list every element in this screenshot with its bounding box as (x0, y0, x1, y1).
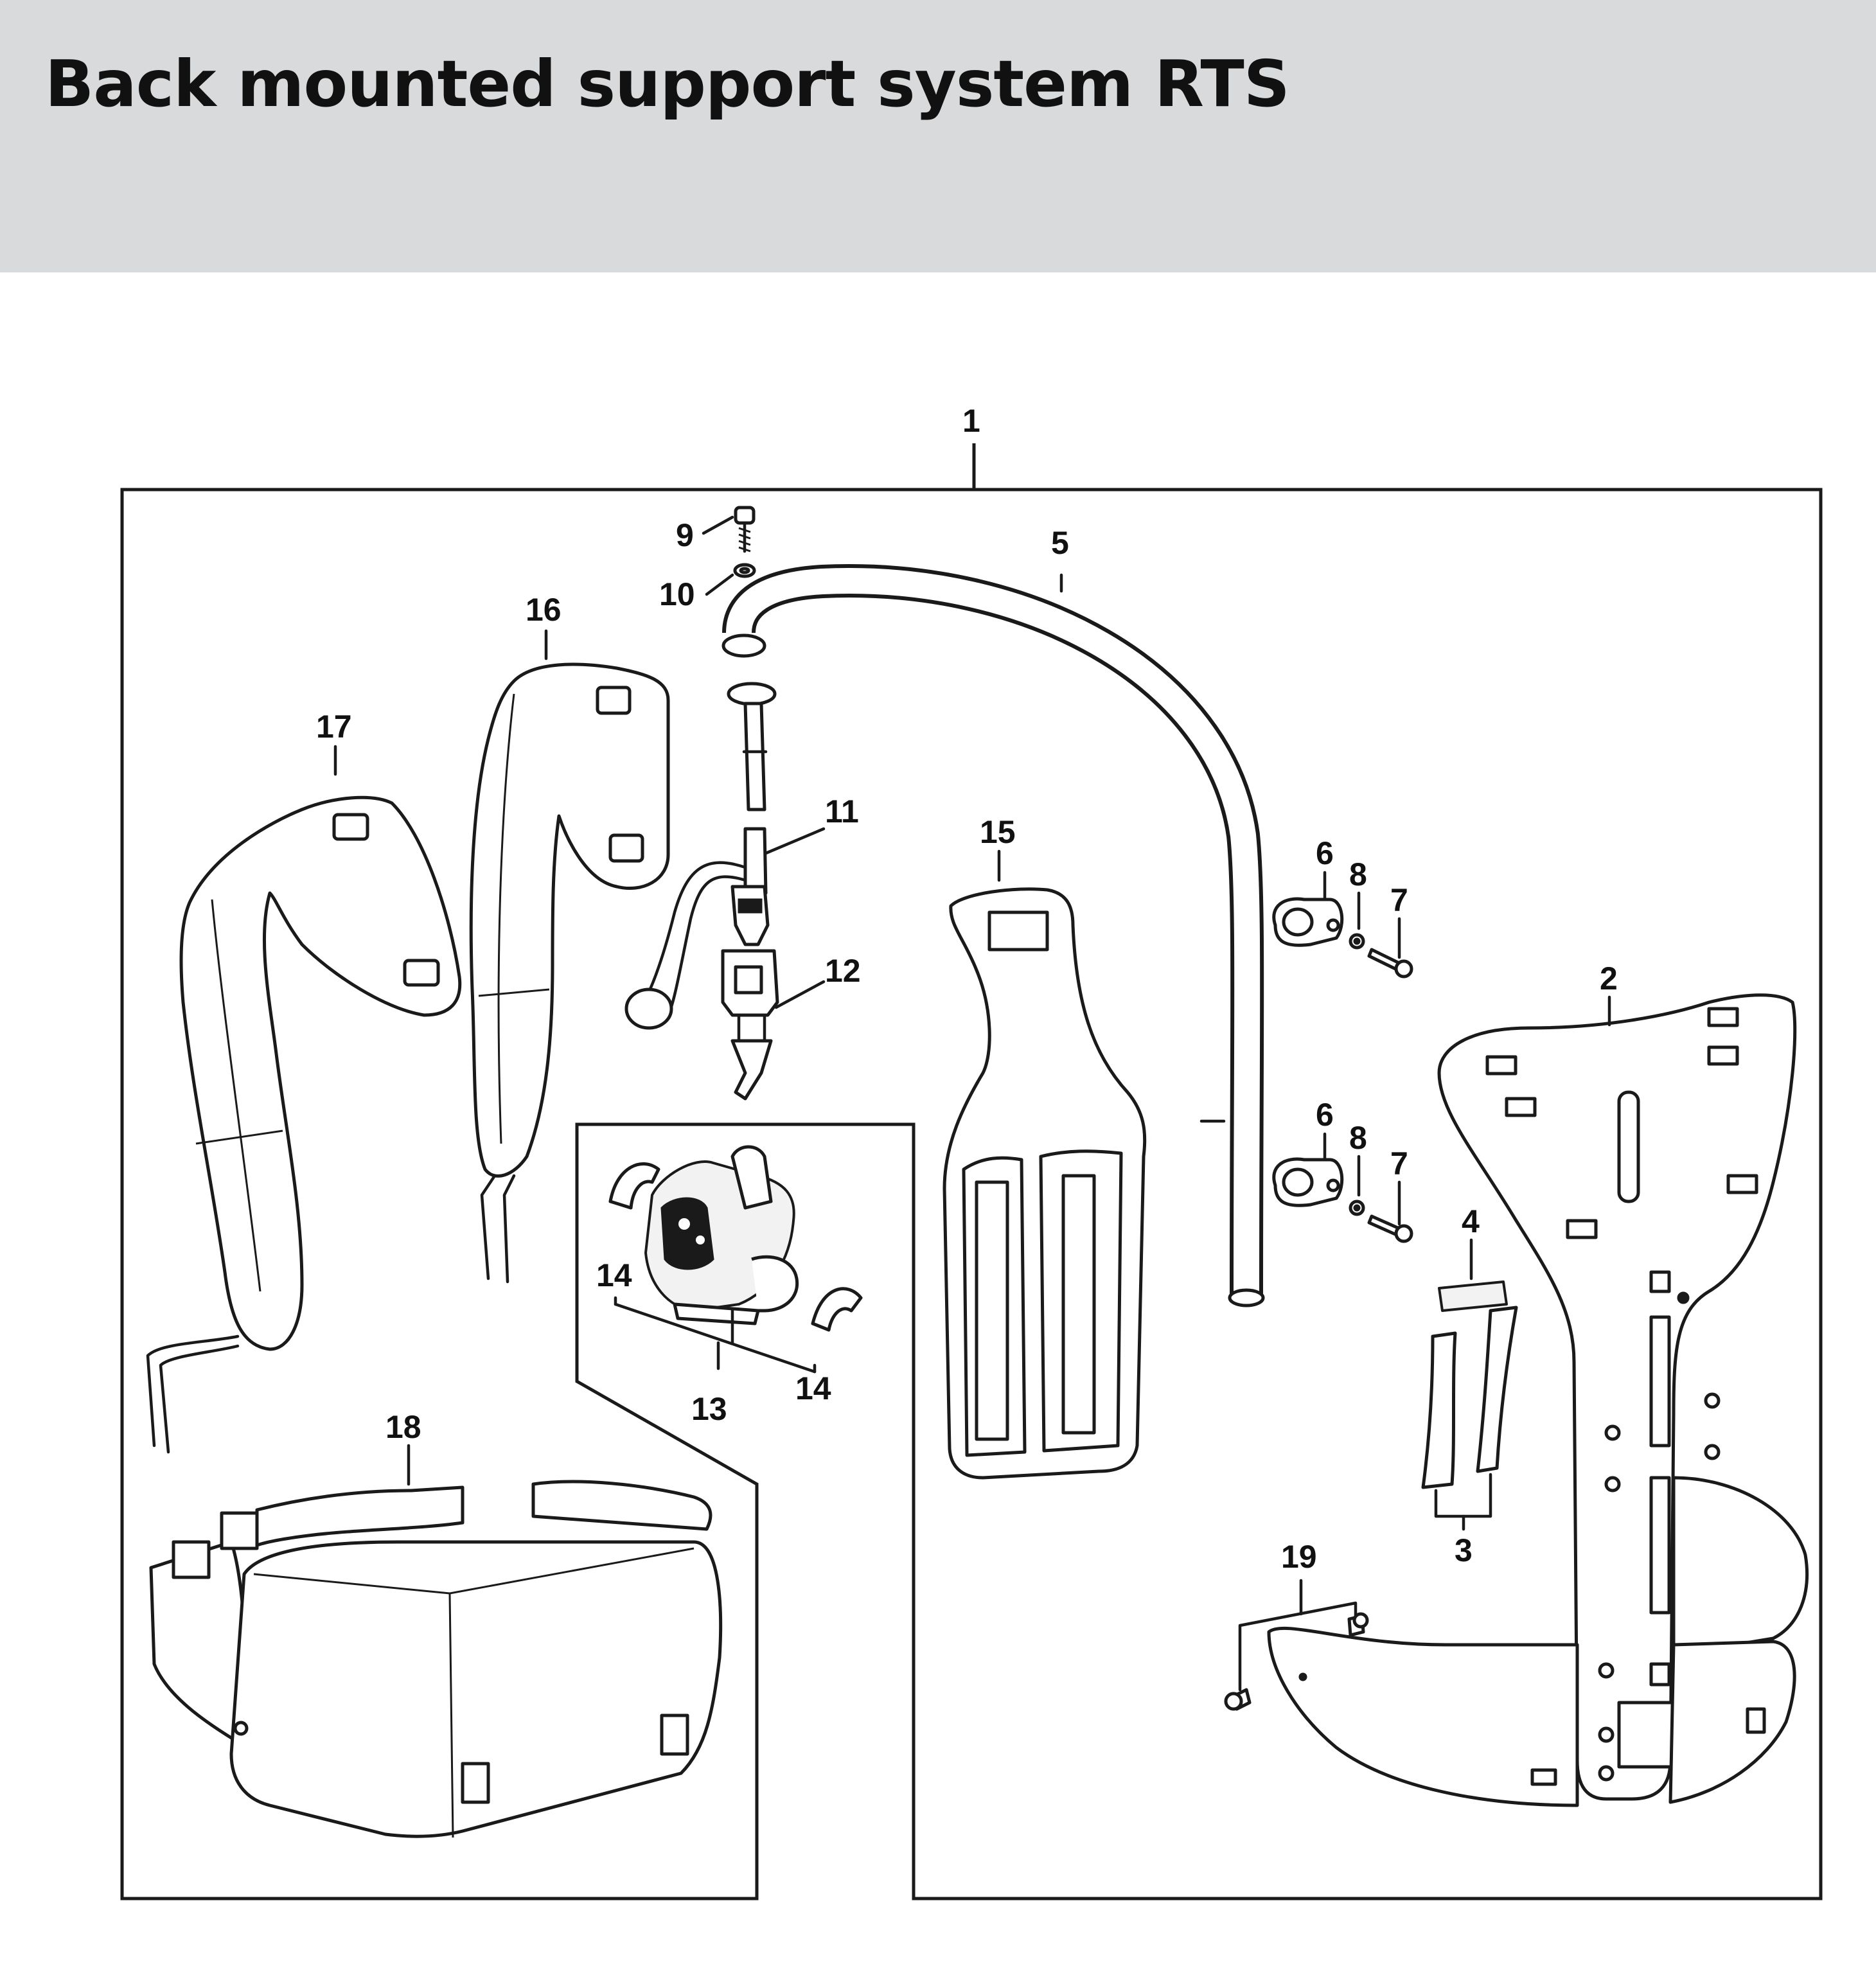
callout-7-upper: 7 (1390, 882, 1408, 918)
callout-13: 13 (691, 1391, 727, 1427)
callout-14-right: 14 (795, 1370, 831, 1406)
quick-release-assembly (608, 1145, 863, 1374)
assembly-frame (120, 443, 1823, 1900)
adhesive-pad (1438, 1280, 1508, 1312)
back-plate (1437, 993, 1809, 1801)
callout-9: 9 (676, 517, 694, 553)
callout-6-upper: 6 (1316, 835, 1334, 871)
callout-2: 2 (1600, 961, 1618, 996)
strips (1421, 1306, 1518, 1531)
callout-labels: 1 9 10 5 16 17 11 15 6 8 7 12 2 6 8 7 4 … (316, 403, 1618, 1575)
hip-belt (149, 1480, 723, 1838)
callout-11: 11 (825, 793, 859, 829)
callout-6-lower: 6 (1316, 1097, 1334, 1133)
clamp-set-lower (1272, 1157, 1413, 1243)
title-bar: Back mounted support system RTS (0, 0, 1876, 272)
callout-15: 15 (980, 814, 1016, 850)
callout-18: 18 (385, 1409, 421, 1445)
callout-17: 17 (316, 709, 352, 745)
callout-4: 4 (1462, 1203, 1480, 1239)
callout-12: 12 (825, 953, 861, 989)
screw-and-washer (733, 506, 756, 578)
callout-5: 5 (1051, 525, 1069, 561)
callout-10: 10 (659, 576, 695, 612)
support-tube (721, 564, 1265, 1307)
page-title: Back mounted support system RTS (45, 46, 1290, 121)
callout-16: 16 (526, 592, 562, 628)
shoulder-strap-right (469, 662, 670, 1284)
callout-8-upper: 8 (1349, 856, 1367, 892)
callout-7-lower: 7 (1390, 1146, 1408, 1182)
clamp-set-upper (1272, 897, 1413, 979)
shoulder-strap-left (146, 795, 462, 1454)
back-pad (942, 887, 1147, 1480)
carrying-strap (624, 682, 777, 1030)
snap-hook (721, 949, 779, 1101)
callout-3: 3 (1455, 1532, 1473, 1568)
callout-19: 19 (1281, 1539, 1317, 1575)
waist-cushion (1224, 1579, 1796, 1807)
callout-1: 1 (962, 403, 980, 439)
callout-8-lower: 8 (1349, 1120, 1367, 1156)
callout-14-left: 14 (596, 1257, 632, 1293)
leader-lines (333, 515, 1611, 1486)
